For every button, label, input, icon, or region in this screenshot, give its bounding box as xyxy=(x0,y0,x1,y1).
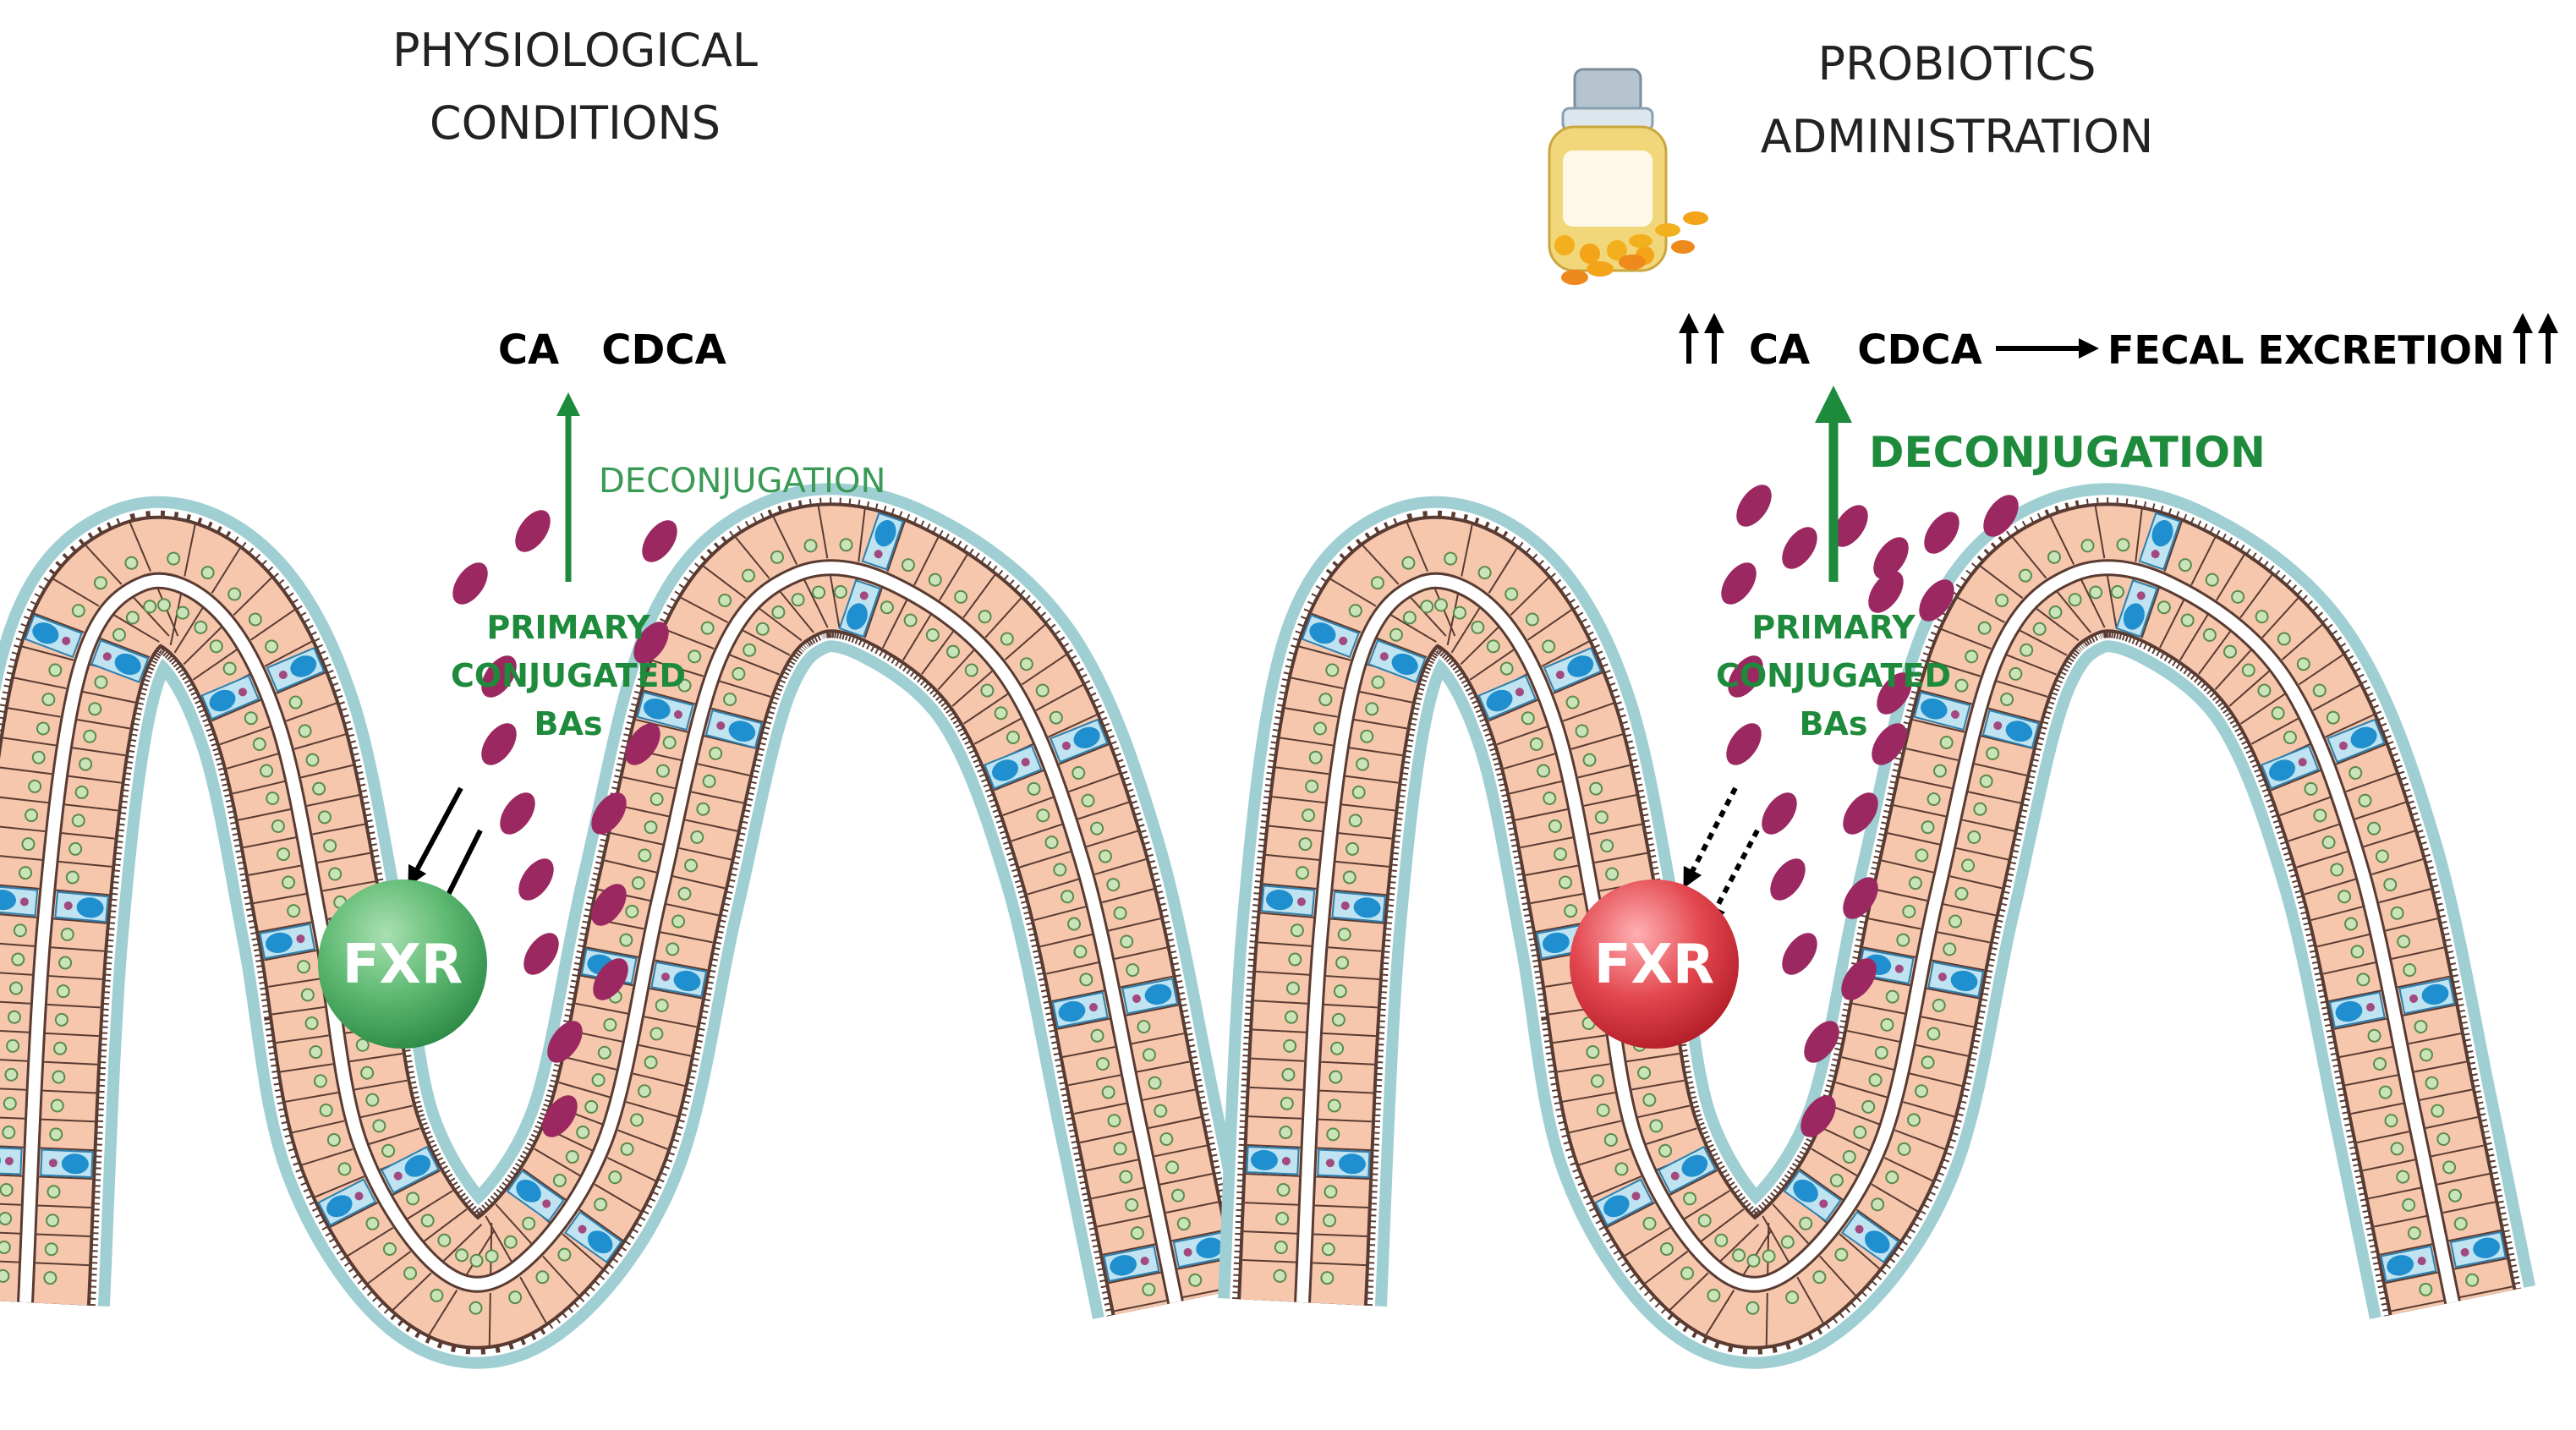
right-substrate-line2: CONJUGATED xyxy=(1716,657,1951,694)
left-product-cdca: CDCA xyxy=(601,326,726,374)
bile-acid-molecule xyxy=(1833,505,1868,547)
bile-acid-molecule xyxy=(1770,858,1806,901)
bile-acid-molecule xyxy=(642,520,677,562)
bile-acid-molecule xyxy=(547,1021,583,1063)
bile-acid-molecule xyxy=(1804,1021,1839,1063)
left-title-line2: CONDITIONS xyxy=(430,96,721,150)
bile-acid-molecule xyxy=(523,933,559,975)
right-reduced-activation-arrow-1 xyxy=(1683,786,1738,889)
double-up-arrow-icon xyxy=(2513,313,2558,364)
right-product-cdca: CDCA xyxy=(1857,326,1981,374)
left-fxr-label: FXR xyxy=(343,934,463,996)
right-substrate-line3: BAs xyxy=(1800,705,1868,742)
bile-acid-molecule xyxy=(542,1095,578,1137)
left-villus-tissue xyxy=(0,483,1258,1369)
right-substrate-line1: PRIMARY xyxy=(1751,609,1916,646)
bile-acid-molecule xyxy=(1721,562,1757,605)
double-up-arrow-icon xyxy=(1679,313,1724,364)
bile-acid-molecule xyxy=(1924,512,1959,554)
bile-acid-molecule xyxy=(1919,579,1954,622)
right-deconjugation-label: DECONJUGATION xyxy=(1869,428,2266,477)
bile-acid-molecule xyxy=(515,510,551,552)
bile-acid-molecule xyxy=(625,723,660,765)
right-fxr-receptor xyxy=(1570,879,1739,1049)
left-substrate-line3: BAs xyxy=(534,705,603,742)
bile-acid-molecule xyxy=(1877,672,1912,715)
bile-acid-molecule xyxy=(1872,723,1907,765)
right-bile-acid-molecules xyxy=(1721,485,2019,1137)
pill-bottle-icon xyxy=(1548,68,1708,285)
bile-acid-molecule xyxy=(1868,571,1904,613)
bile-acid-molecule xyxy=(1762,792,1797,835)
left-activation-arrow-1 xyxy=(408,786,463,887)
bile-acid-molecule xyxy=(633,622,669,664)
right-panel: PROBIOTICS ADMINISTRATION CA CDCA FECAL … xyxy=(1218,37,2558,1369)
bile-acid-molecule xyxy=(1873,537,1909,579)
bile-acid-molecule xyxy=(1843,792,1878,835)
bile-acid-molecule xyxy=(593,958,628,1000)
bile-acid-molecule xyxy=(481,723,517,765)
bile-acid-molecule xyxy=(1800,1095,1836,1137)
bile-acid-molecule xyxy=(500,792,535,835)
left-bile-acid-molecules xyxy=(452,510,677,1137)
bile-acid-molecule xyxy=(1983,495,2019,537)
bile-acid-molecule xyxy=(1782,527,1817,569)
right-title-line1: PROBIOTICS xyxy=(1818,37,2096,90)
bile-acid-molecule xyxy=(1736,485,1772,527)
left-fxr-receptor xyxy=(318,879,487,1049)
right-title-line2: ADMINISTRATION xyxy=(1761,110,2154,163)
bile-acid-molecule xyxy=(1843,877,1878,919)
left-substrate-line2: CONJUGATED xyxy=(451,657,686,694)
right-reduced-activation-arrow-2 xyxy=(1707,829,1760,926)
bile-acid-molecule xyxy=(452,562,488,605)
bile-acid-molecule xyxy=(481,655,517,698)
right-product-ca: CA xyxy=(1749,326,1810,374)
left-panel: PHYSIOLOGICAL CONDITIONS CA CDCA DECONJU… xyxy=(0,24,1258,1369)
left-substrate-line1: PRIMARY xyxy=(486,609,650,646)
right-excretion-label: FECAL EXCRETION xyxy=(2107,327,2504,373)
right-fxr-label: FXR xyxy=(1594,934,1714,996)
bile-acid-molecule xyxy=(518,858,554,901)
bile-acid-molecule xyxy=(1782,933,1817,975)
left-product-ca: CA xyxy=(498,326,559,374)
bile-acid-molecule xyxy=(591,792,627,835)
bile-acid-molecule xyxy=(1728,655,1763,698)
left-title-line1: PHYSIOLOGICAL xyxy=(392,24,758,77)
left-deconjugation-label: DECONJUGATION xyxy=(599,462,885,501)
bile-acid-molecule xyxy=(591,884,627,926)
right-villus-tissue xyxy=(1218,483,2535,1369)
bile-acid-molecule xyxy=(1726,723,1762,765)
bile-acid-molecule xyxy=(1841,958,1877,1000)
